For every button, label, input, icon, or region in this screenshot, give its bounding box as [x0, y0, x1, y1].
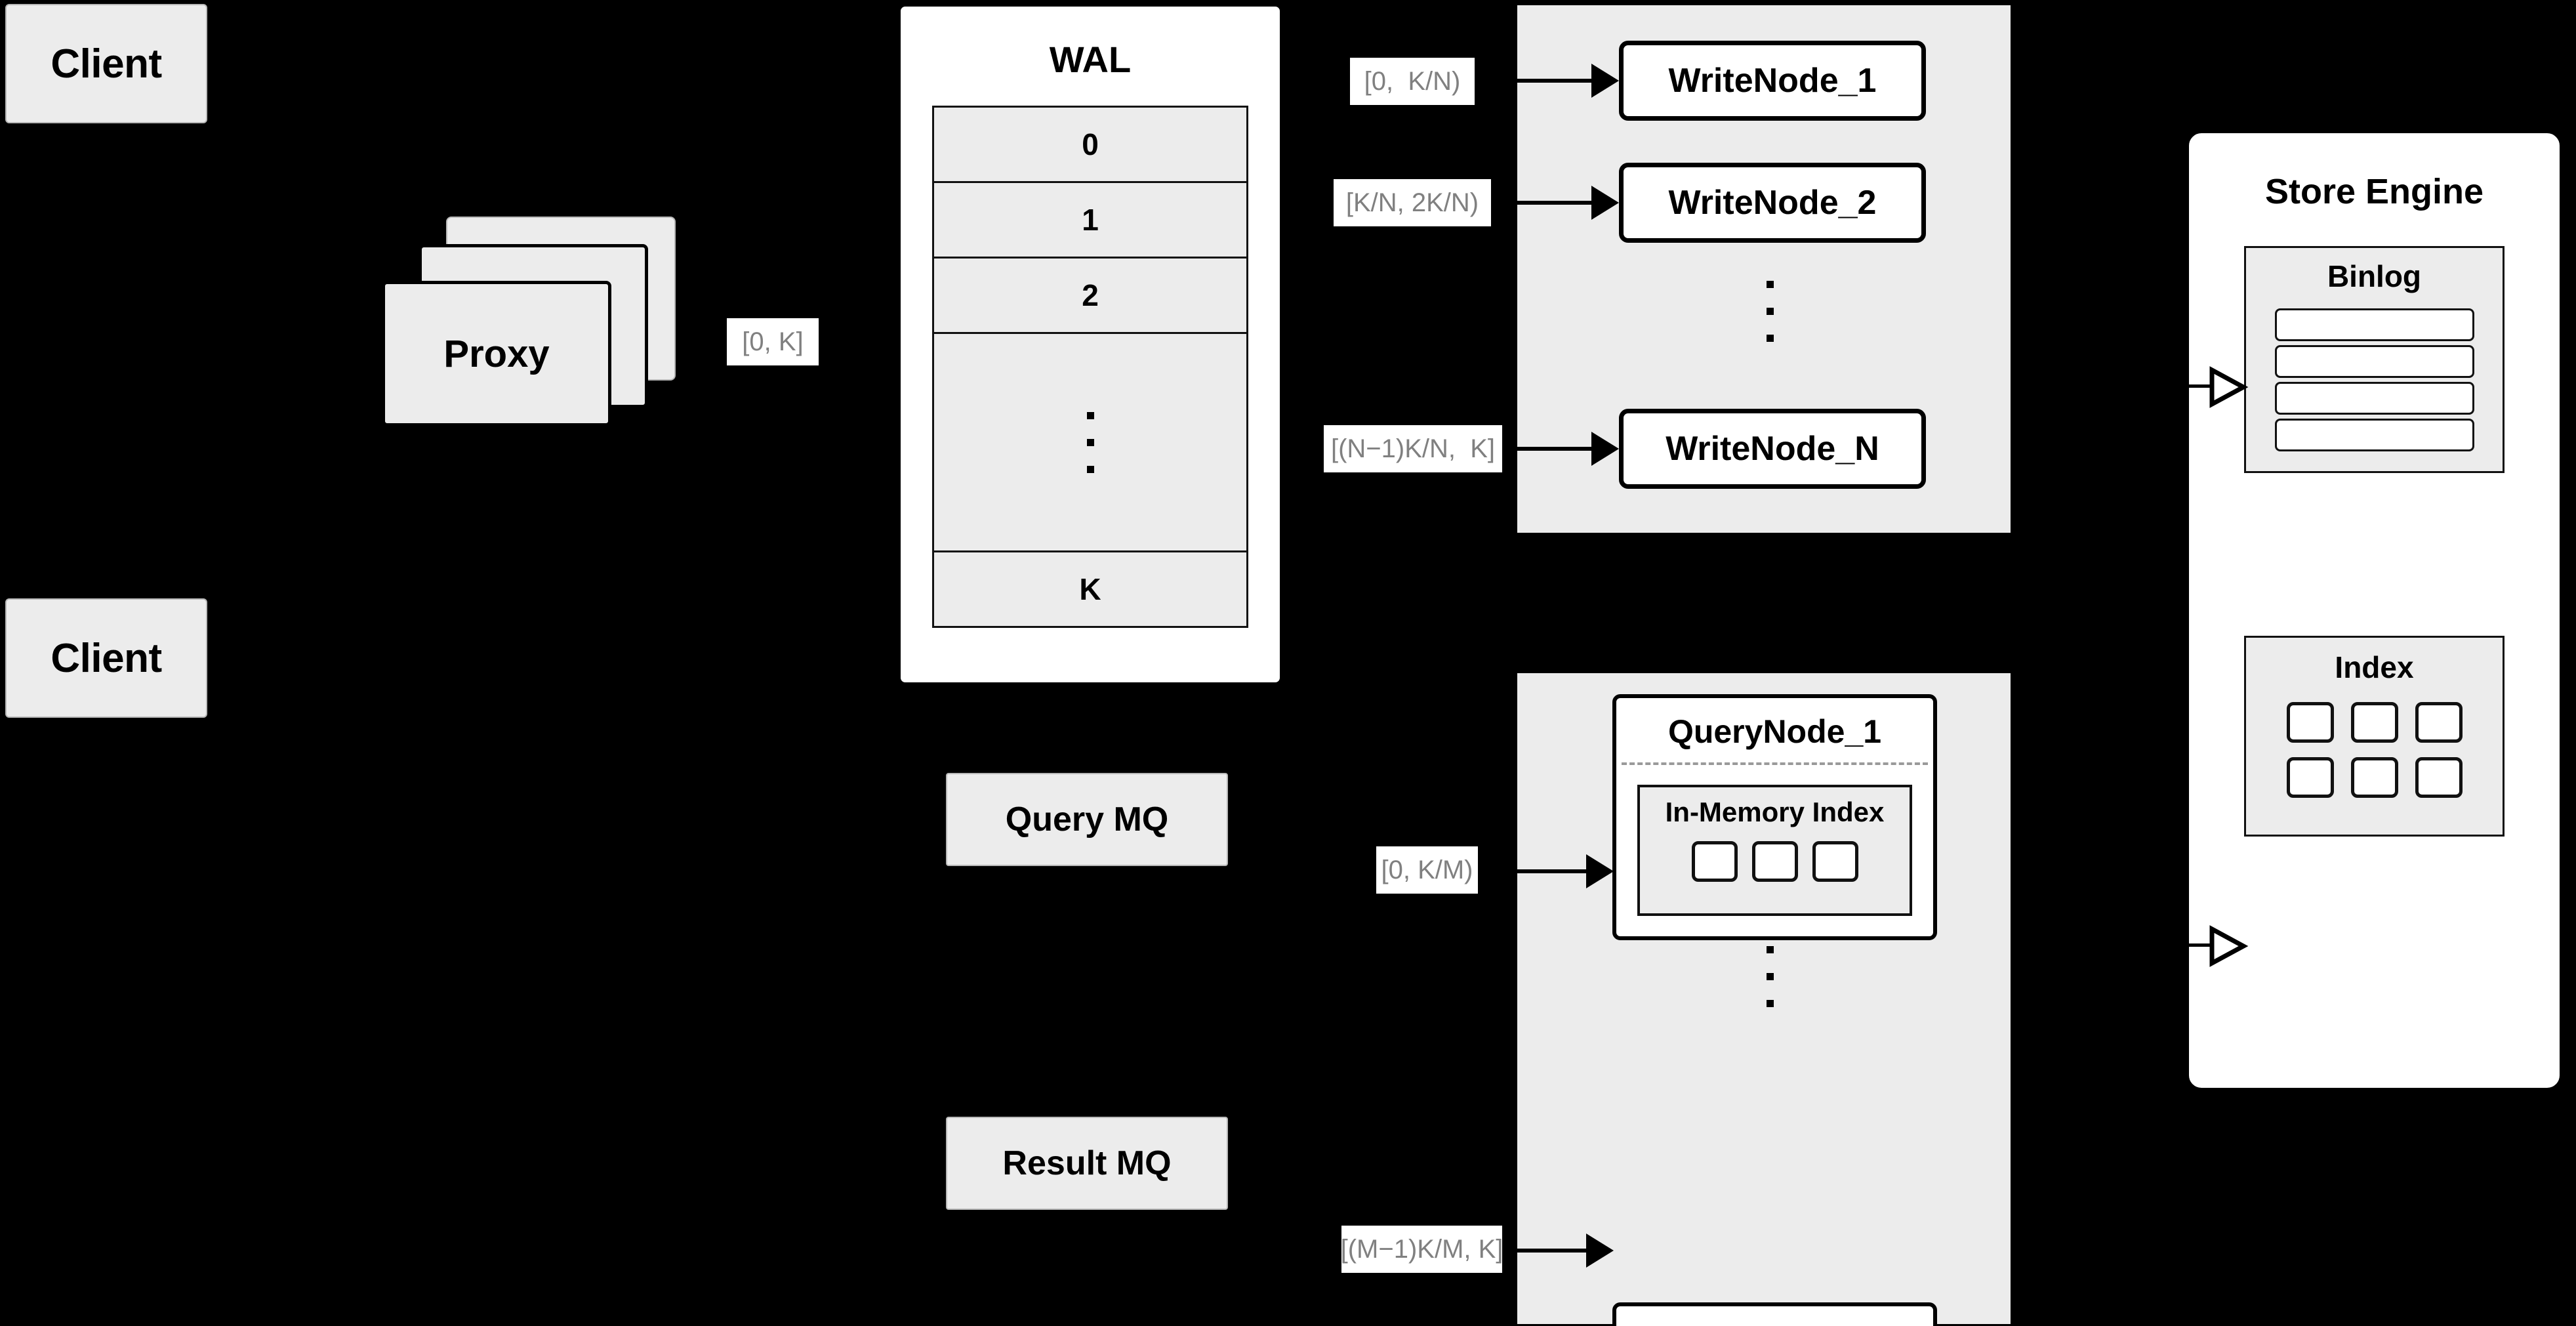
query-node-ellipsis — [1767, 946, 1774, 1007]
write-node-1[interactable]: WriteNode_1 — [1619, 41, 1926, 121]
binlog-slab[interactable] — [2274, 308, 2474, 341]
binlog-title: Binlog — [2327, 259, 2422, 293]
index-chip[interactable] — [2286, 702, 2334, 743]
arrow-line-writenode-n — [1515, 447, 1593, 451]
index-title: Index — [2335, 650, 2414, 684]
binlog-slab[interactable] — [2274, 345, 2474, 378]
query-mq-label: Query MQ — [1005, 800, 1169, 839]
wal-panel: WAL 0 1 2 K — [897, 3, 1283, 686]
query-node-title: QueryNode_1 — [1667, 713, 1882, 750]
write-node-label: WriteNode_1 — [1668, 62, 1877, 100]
result-mq-label: Result MQ — [1002, 1144, 1172, 1182]
binlog-slab[interactable] — [2274, 382, 2474, 415]
ellipsis-dot — [1086, 438, 1094, 446]
proxy-label: Proxy — [443, 332, 550, 375]
arrow-line-writenode-2 — [1515, 201, 1593, 205]
arrow-head-writenode-1 — [1591, 64, 1619, 98]
ellipsis-dot — [1767, 281, 1774, 288]
ellipsis-dot — [1086, 465, 1094, 473]
arrow-line-index — [2186, 943, 2213, 947]
range-label-querynode-m: [(M−1)K/M, K] — [1341, 1226, 1503, 1273]
ellipsis-dot — [1086, 411, 1094, 419]
arrow-head-binlog-open-icon — [2209, 366, 2249, 408]
write-node-n[interactable]: WriteNode_N — [1619, 409, 1926, 489]
in-memory-index-panel: In-Memory Index — [1637, 785, 1912, 916]
binlog-slab[interactable] — [2274, 419, 2474, 451]
client-box-2[interactable]: Client — [5, 598, 207, 718]
index-panel: Index — [2244, 636, 2504, 837]
proxy-box[interactable]: Proxy — [382, 281, 611, 426]
range-label-querynode-1: [0, K/M) — [1376, 846, 1478, 894]
index-chip[interactable] — [2286, 757, 2334, 798]
client-label: Client — [51, 41, 162, 87]
arrow-head-index-open-icon — [2209, 925, 2249, 967]
ellipsis-dot — [1767, 1000, 1774, 1007]
arrow-head-querynode-m — [1586, 1233, 1614, 1268]
ellipsis-dot — [1767, 946, 1774, 953]
client-label: Client — [51, 635, 162, 681]
range-label-proxy-to-wal: [0, K] — [727, 318, 819, 365]
wal-row-ellipsis — [934, 334, 1246, 552]
wal-row[interactable]: 2 — [934, 259, 1246, 334]
in-memory-index-title: In-Memory Index — [1665, 797, 1885, 827]
store-engine-panel: Store Engine Binlog Index — [2186, 130, 2563, 1091]
index-chip[interactable] — [2415, 757, 2463, 798]
index-chip[interactable] — [1691, 841, 1738, 882]
index-chip[interactable] — [2350, 702, 2398, 743]
arrow-line-binlog — [2186, 384, 2213, 388]
range-label-writenode-1: [0, K/N) — [1350, 58, 1475, 105]
index-chip[interactable] — [1812, 841, 1858, 882]
write-node-ellipsis — [1767, 281, 1774, 342]
arrow-line-writenode-1 — [1515, 79, 1593, 83]
ellipsis-dot — [1767, 973, 1774, 980]
arrow-head-writenode-n — [1591, 432, 1619, 466]
ellipsis-dot — [1767, 335, 1774, 342]
wal-row[interactable]: K — [1079, 572, 1101, 606]
query-node-m[interactable]: QueryNode_1 In-Memory Index — [1612, 1302, 1937, 1326]
wal-table: 0 1 2 K — [932, 106, 1248, 628]
index-chip[interactable] — [2350, 757, 2398, 798]
wal-row[interactable]: 0 — [934, 108, 1246, 183]
client-box-1[interactable]: Client — [5, 4, 207, 123]
arrow-head-querynode-1 — [1586, 854, 1614, 888]
store-engine-title: Store Engine — [2264, 172, 2484, 211]
index-chip[interactable] — [1751, 841, 1798, 882]
query-node-1[interactable]: QueryNode_1 In-Memory Index — [1612, 694, 1937, 940]
range-label-writenode-n: [(N−1)K/N, K] — [1324, 425, 1502, 472]
write-node-2[interactable]: WriteNode_2 — [1619, 163, 1926, 243]
arrow-line-querynode-m — [1509, 1249, 1587, 1253]
wal-row[interactable]: 1 — [934, 183, 1246, 259]
arrow-line-querynode-1 — [1509, 869, 1587, 873]
query-node-title: QueryNode_1 — [1616, 1321, 1933, 1326]
wal-title: WAL — [1049, 39, 1132, 80]
binlog-panel: Binlog — [2244, 246, 2504, 473]
result-mq-box[interactable]: Result MQ — [946, 1117, 1228, 1210]
index-chip[interactable] — [2415, 702, 2463, 743]
write-node-label: WriteNode_2 — [1668, 184, 1877, 222]
write-node-label: WriteNode_N — [1666, 430, 1879, 468]
arrow-head-writenode-2 — [1591, 186, 1619, 220]
ellipsis-dot — [1767, 308, 1774, 315]
range-label-writenode-2: [K/N, 2K/N) — [1334, 179, 1491, 226]
query-node-divider — [1622, 762, 1928, 765]
query-mq-box[interactable]: Query MQ — [946, 773, 1228, 866]
